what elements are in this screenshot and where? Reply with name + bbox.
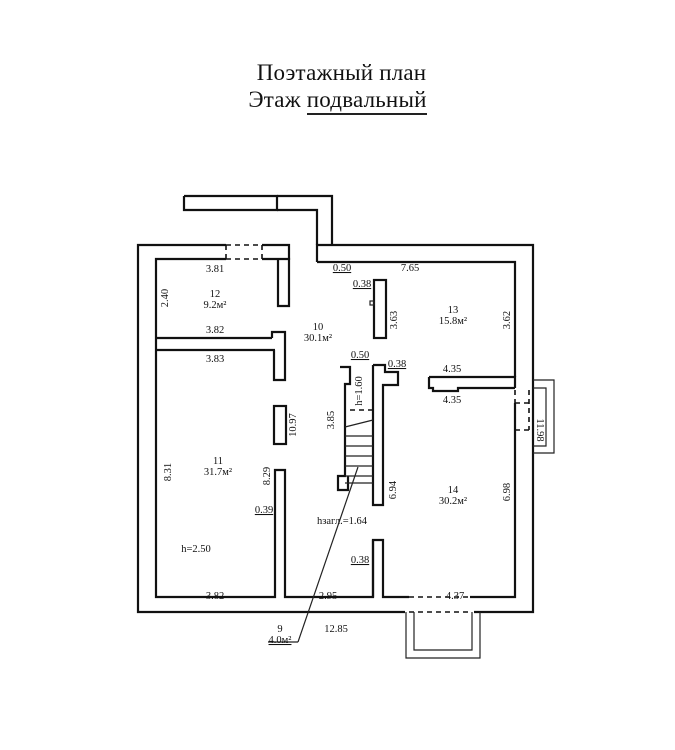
dim-room12-side: 2.40 bbox=[160, 289, 171, 307]
dim-ceiling-h: h=2.50 bbox=[181, 544, 211, 555]
floor-label-prefix: Этаж bbox=[248, 87, 301, 112]
dim-room11-side: 8.31 bbox=[163, 463, 174, 481]
dim-room14-top: 4.35 bbox=[443, 395, 461, 406]
room-12-number: 12 bbox=[210, 289, 221, 300]
dim-room11-top: 3.83 bbox=[206, 354, 224, 365]
room-9-number: 9 bbox=[277, 624, 282, 635]
dim-stair-len: 3.85 bbox=[326, 411, 337, 429]
dim-wall-038-stair: 0.38 bbox=[388, 359, 406, 370]
dim-wall-038-top: 0.38 bbox=[353, 279, 371, 290]
room-14-number: 14 bbox=[448, 485, 459, 496]
dim-room14-left: 6.94 bbox=[388, 480, 399, 499]
room-12-area: 9.2м² bbox=[204, 300, 227, 311]
south-porch bbox=[405, 612, 481, 659]
dim-room11-inner: 8.29 bbox=[262, 467, 273, 485]
dim-wall-050-top: 0.50 bbox=[333, 263, 351, 274]
dim-wall-039: 0.39 bbox=[255, 505, 273, 516]
room-10-number: 10 bbox=[313, 322, 324, 333]
dim-wall-050-stair: 0.50 bbox=[351, 350, 369, 361]
dim-corridor-height: 10.97 bbox=[288, 413, 299, 437]
dim-room13-top: 7.65 bbox=[401, 263, 419, 274]
room12-partition bbox=[262, 257, 291, 308]
dim-partition-363: 3.63 bbox=[389, 311, 400, 329]
stair-block bbox=[336, 363, 517, 597]
outer-walls bbox=[136, 243, 535, 614]
dim-room12-bottom: 3.82 bbox=[206, 325, 224, 336]
room9-leader bbox=[297, 466, 359, 643]
entry-corridor-walls bbox=[182, 194, 334, 245]
dim-overall-bottom: 12.85 bbox=[324, 624, 348, 635]
door-openings bbox=[225, 244, 530, 613]
room-11-number: 11 bbox=[213, 456, 223, 467]
dim-room11-bottom: 3.82 bbox=[206, 591, 224, 602]
dim-room14-right: 6.98 bbox=[502, 483, 513, 501]
room-11-area: 31.7м² bbox=[204, 467, 232, 478]
room-14-area: 30.2м² bbox=[439, 496, 467, 507]
dim-room13-bottom: 4.35 bbox=[443, 364, 461, 375]
dim-east-ext: 11.98 bbox=[534, 418, 545, 441]
room-13-area: 15.8м² bbox=[439, 316, 467, 327]
dim-room10-bottom: 2.95 bbox=[319, 591, 337, 602]
dim-stair-h: h=1.60 bbox=[354, 376, 365, 406]
east-annex bbox=[533, 379, 555, 454]
dim-room12-top: 3.81 bbox=[206, 264, 224, 275]
partition-12-11 bbox=[156, 330, 287, 382]
dim-wall-038-bottom: 0.38 bbox=[351, 555, 369, 566]
room-9-area: 4.0м² bbox=[269, 635, 292, 646]
floor-label-value: подвальный bbox=[306, 87, 427, 115]
dim-room13-side: 3.62 bbox=[502, 311, 513, 329]
room-10-area: 30.1м² bbox=[304, 333, 332, 344]
dim-hzagl: hзагл.=1.64 bbox=[317, 516, 368, 527]
pillar bbox=[272, 404, 288, 446]
partition-363 bbox=[372, 278, 388, 340]
dim-room14-bottom: 4.37 bbox=[446, 591, 464, 602]
plan-title: Поэтажный план bbox=[256, 60, 427, 85]
room-13-number: 13 bbox=[448, 305, 459, 316]
floor-label: Этаж подвальный bbox=[0, 87, 675, 115]
